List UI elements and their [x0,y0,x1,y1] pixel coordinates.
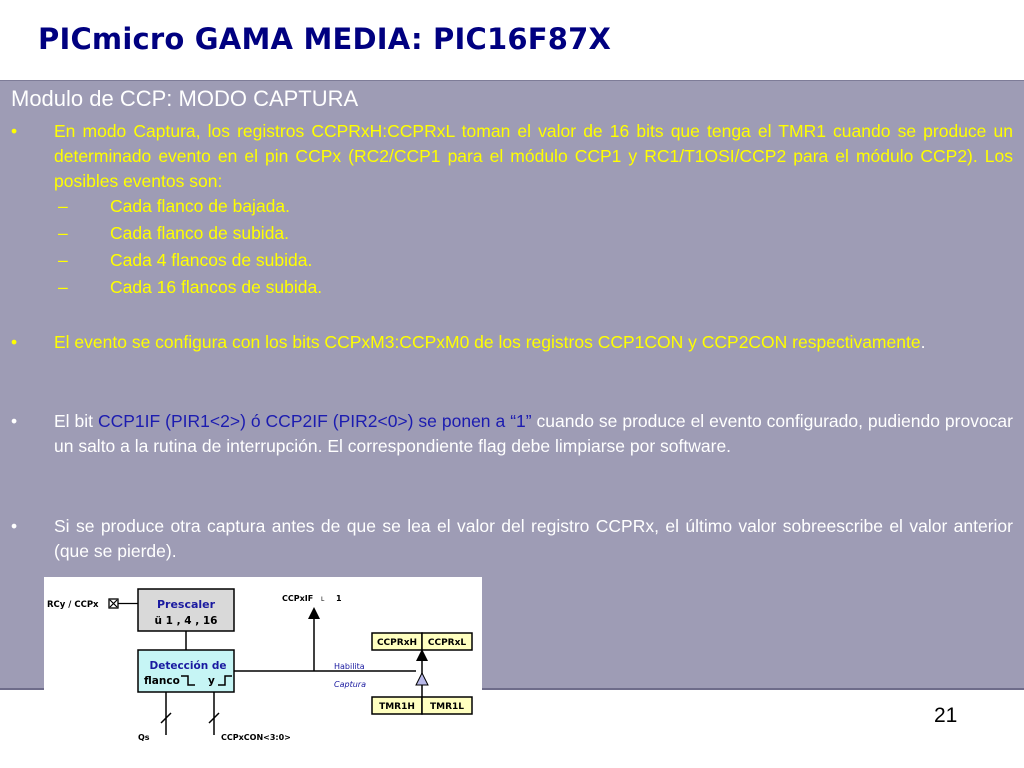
ccprxl-label: CCPRxL [428,638,467,648]
edge-detect-label-2: flanco [144,675,180,687]
slide-title: PICmicro GAMA MEDIA: PIC16F87X [38,22,612,56]
ccprxl-register [421,632,473,651]
sub-item-text: Cada 4 flancos de subida. [110,250,313,270]
bullet-text-end: cuando se produce el evento configurado,… [54,411,1013,456]
sub-dash: – [58,277,68,297]
capture-label: Captura [334,680,366,689]
flag-value: 1 [336,594,342,603]
edge-detect-and: y [208,675,215,687]
bullet-dot: • [11,516,18,536]
bus-slash-icon [160,712,172,724]
prescaler-values: ü 1 , 4 , 16 [155,615,218,627]
page-number: 21 [934,704,958,727]
qs-label: Qs [138,733,150,742]
bullet-text-highlight: CCP1IF (PIR1<2>) ó CCP2IF (PIR2<0>) se p… [97,411,532,431]
edge-detect-label: Detección de [149,660,226,672]
bus-slash-icon [208,712,220,724]
enable-label: Habilita [334,662,365,671]
sub-dash: – [58,196,68,216]
sub-item-text: Cada 16 flancos de subida. [110,277,323,297]
ccprxh-label: CCPRxH [377,638,417,648]
ccpcon-label: CCPxCON<3:0> [221,733,291,742]
transfer-gate-icon [415,671,429,686]
bullet-text-start: El bit [54,411,98,431]
bullet-dot: • [11,121,18,141]
sub-dash: – [58,250,68,270]
tmr1l-label: TMR1L [430,702,464,712]
prescaler-title: Prescaler [157,598,216,611]
section-heading: Modulo de CCP: MODO CAPTURA [11,86,359,111]
falling-edge-icon [181,675,195,686]
ccp-capture-diagram: RCy / CCPx Prescaler ü 1 , 4 , 16 Detecc… [44,577,482,745]
sub-dash: – [58,223,68,243]
bullet-text: El evento se configura con los bits CCPx… [54,332,921,352]
bullet-text-end: . [920,332,926,352]
sub-item-text: Cada flanco de bajada. [110,196,290,216]
rising-edge-icon [218,675,232,686]
bullet-dot: • [11,411,18,431]
input-pin-label: RCy / CCPx [47,600,99,610]
tmr1l-register [421,696,473,715]
tmr1h-label: TMR1H [379,702,415,712]
bullet-dot: • [11,332,18,352]
bullet-text: Si se produce otra captura antes de que … [54,516,1013,561]
sub-item-text: Cada flanco de subida. [110,223,290,243]
flag-label: CCPxIF [282,594,313,603]
flag-small: L [321,596,325,603]
bullet-text: En modo Captura, los registros CCPRxH:CC… [54,121,1013,191]
